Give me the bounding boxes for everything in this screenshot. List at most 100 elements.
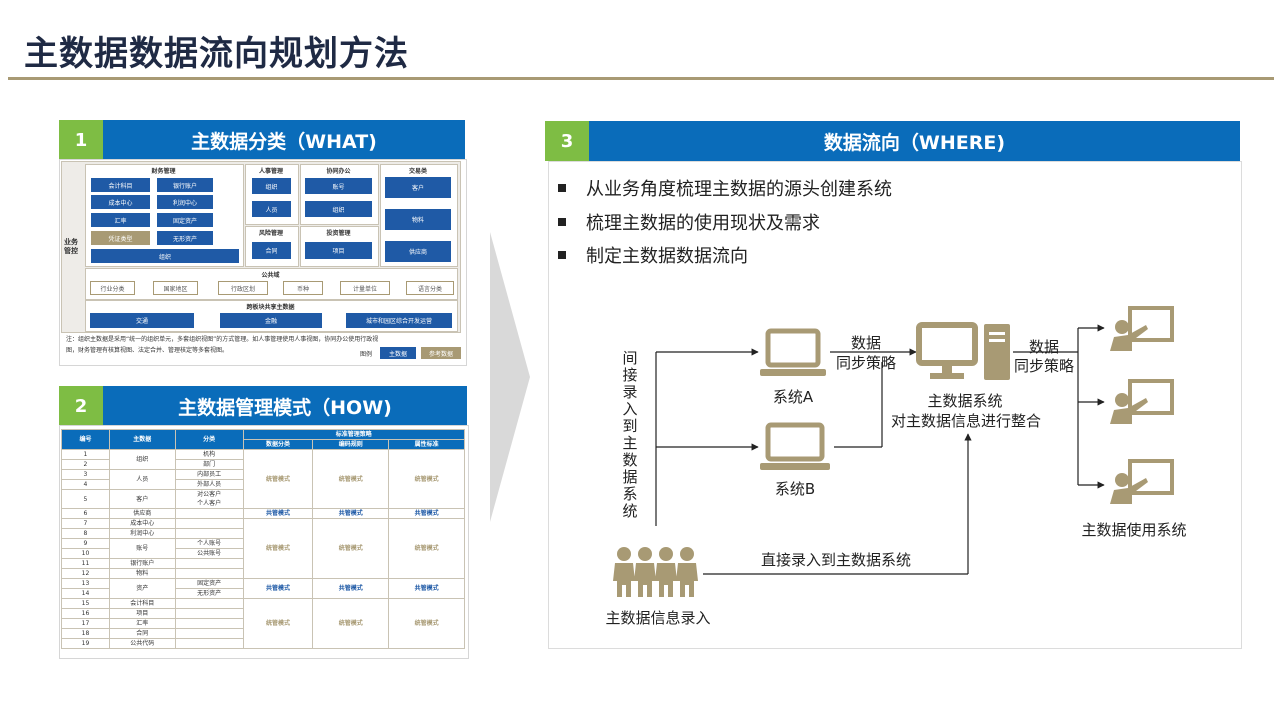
cell-main: 项目 [108, 608, 176, 619]
cell-num: 19 [61, 638, 110, 649]
mdm-system-label: 主数据系统 [927, 392, 1003, 410]
sync-label: 同步策略 [835, 354, 896, 372]
management-table: 编号 主数据 分类 标准管理策略 数据分类 编码规则 属性标准 1 组织 机构 … [61, 429, 466, 649]
page-title: 主数据数据流向规划方法 [24, 34, 409, 74]
cell-num: 13 [61, 578, 110, 589]
group-title: 跨板块共享主数据 [246, 304, 295, 311]
section-number: 3 [545, 121, 589, 161]
cell-num: 7 [61, 518, 110, 529]
system-b-label: 系统B [774, 480, 816, 498]
note-line: 图，财务管理有核算视图、法定合并、管理核定等多套视图。 [66, 347, 229, 354]
md-item: 会计科目 [91, 178, 150, 192]
cell-num: 8 [61, 528, 110, 539]
cell-main: 供应商 [108, 508, 176, 519]
cell-main: 合同 [108, 628, 176, 639]
cell-class: 固定资产 [174, 578, 244, 589]
sync-label: 数据 [850, 334, 881, 352]
cell-num: 12 [61, 568, 110, 579]
cell-mode: 统管模式 [312, 598, 390, 649]
ref-item: 币种 [283, 281, 323, 295]
cell-mode: 共管模式 [388, 578, 465, 599]
cell-num: 17 [61, 618, 110, 629]
md-item: 客户 [385, 177, 451, 198]
ref-item: 行政区划 [218, 281, 268, 295]
cell-class [174, 628, 244, 639]
bullet-marker [558, 218, 566, 226]
group-title: 交易类 [408, 168, 427, 175]
panel-where-body [548, 161, 1242, 649]
cell-mode: 统管模式 [388, 598, 465, 649]
cell-num: 10 [61, 548, 110, 559]
th-sub: 属性标准 [388, 439, 465, 450]
cell-mode: 统管模式 [242, 449, 314, 509]
md-item: 人员 [252, 201, 291, 217]
cell-mode: 共管模式 [312, 578, 390, 599]
sync-label: 数据 [1028, 338, 1059, 356]
direct-entry-label: 直接录入到主数据系统 [760, 551, 911, 569]
cell-main: 客户 [108, 489, 176, 509]
panel-how-header: 2 主数据管理模式（HOW) [59, 386, 467, 426]
bullet-item: 梳理主数据的使用现状及需求 [546, 209, 820, 235]
laptop-icon [760, 328, 826, 376]
md-item: 组织 [91, 249, 239, 263]
cell-num: 2 [61, 459, 110, 470]
cell-class [174, 568, 244, 579]
presentation-icon [1110, 379, 1174, 424]
group-title: 公共域 [261, 272, 280, 279]
cell-class: 外部人员 [174, 479, 244, 490]
ref-item: 语言分类 [406, 281, 454, 295]
cell-num: 11 [61, 558, 110, 569]
cell-main: 银行账户 [108, 558, 176, 569]
cell-mode: 统管模式 [312, 518, 390, 579]
section-title: 数据流向（WHERE) [823, 131, 1006, 154]
ref-item: 计量单位 [340, 281, 390, 295]
cell-main: 汇率 [108, 618, 176, 629]
management-table-wrap: 编号 主数据 分类 标准管理策略 数据分类 编码规则 属性标准 1 组织 机构 … [61, 429, 466, 649]
panel-how-body [59, 425, 469, 659]
legend-reference: 参考数据 [421, 347, 461, 359]
cell-main: 组织 [108, 449, 176, 470]
biz-control-label: 业务管控 [64, 238, 78, 255]
section-number: 2 [59, 386, 103, 426]
group-title: 财务管理 [151, 168, 176, 175]
cell-mode: 共管模式 [312, 508, 390, 519]
md-item: 银行账户 [157, 178, 213, 192]
title-divider [8, 77, 1274, 80]
md-item: 供应商 [385, 241, 451, 262]
sync-label: 同步策略 [1013, 357, 1074, 375]
group-title: 协同办公 [326, 168, 351, 175]
bullet-item: 从业务角度梳理主数据的源头创建系统 [546, 175, 892, 201]
cell-num: 9 [61, 538, 110, 549]
cell-mode: 统管模式 [312, 449, 390, 509]
md-item: 账号 [305, 178, 372, 194]
cell-class: 对公客户个人客户 [174, 489, 244, 509]
md-item: 金融 [220, 313, 322, 328]
md-item: 城市和园区综合开发运营 [346, 313, 452, 328]
group-common [85, 268, 458, 300]
cell-mode: 统管模式 [388, 449, 465, 509]
people-group-icon [613, 547, 698, 597]
cell-class: 内部员工 [174, 469, 244, 480]
bullet-marker [558, 251, 566, 259]
cell-mode: 共管模式 [242, 578, 314, 599]
panel-where-header: 3 数据流向（WHERE) [545, 121, 1240, 161]
cell-class [174, 528, 244, 539]
md-item: 固定资产 [157, 213, 213, 227]
cell-class: 个人账号 [174, 538, 244, 549]
entry-label: 主数据信息录入 [605, 609, 711, 627]
ref-item: 凭证类型 [91, 231, 150, 245]
cell-mode: 共管模式 [388, 508, 465, 519]
group-title: 风险管理 [258, 230, 283, 237]
th-sub: 编码规则 [312, 439, 390, 450]
cell-class-b: 个人客户 [197, 500, 222, 507]
cell-main: 人员 [108, 469, 176, 490]
ref-item: 国家地区 [153, 281, 198, 295]
cell-class-a: 对公客户 [197, 491, 222, 498]
cell-num: 15 [61, 598, 110, 609]
chevron-right-icon [490, 232, 530, 522]
note-line: 注：组织主数据是采用“统一的组织单元，多套组织视图”的方式管理。如人事管理使用人… [66, 336, 379, 343]
group-title: 人事管理 [258, 168, 283, 175]
flow-connectors [655, 324, 1105, 575]
cell-class [174, 518, 244, 529]
cell-num: 5 [61, 489, 110, 509]
